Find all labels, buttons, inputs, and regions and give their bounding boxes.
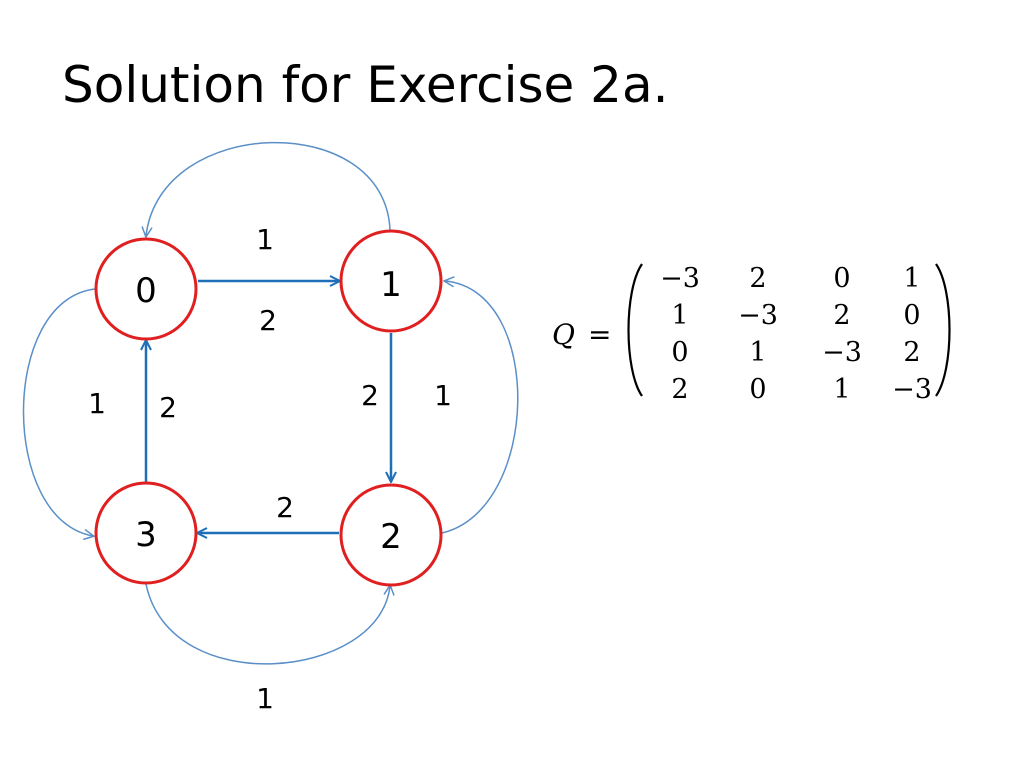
- matrix-cell: −3: [822, 337, 862, 368]
- edge-3-to-2: [145, 584, 390, 665]
- edge-1-to-2-label: 2: [361, 379, 379, 412]
- matrix-cell: 2: [671, 374, 689, 405]
- edge-0-to-3: [22, 288, 95, 536]
- edge-1-to-0: [146, 141, 391, 236]
- matrix-cell: 0: [903, 300, 921, 331]
- matrix-cell: 1: [749, 337, 767, 368]
- matrix-cell: 1: [833, 374, 851, 405]
- matrix-cell: 1: [903, 263, 921, 294]
- edge-0-to-1-label: 2: [259, 304, 277, 337]
- edge-3-to-2-label: 1: [256, 682, 274, 715]
- left-parenthesis: [627, 263, 643, 397]
- right-parenthesis: [935, 263, 951, 397]
- node-2-label: 2: [380, 517, 402, 557]
- matrix-cell: 0: [671, 337, 689, 368]
- edge-1-to-0-label: 1: [256, 223, 274, 256]
- matrix-cell: 2: [903, 337, 921, 368]
- edge-2-to-1: [441, 281, 519, 534]
- node-0: 0: [94, 237, 198, 341]
- matrix-cell: −3: [892, 374, 932, 405]
- matrix-cell: 2: [833, 300, 851, 331]
- node-2: 2: [339, 483, 443, 587]
- matrix-cell: 0: [749, 374, 767, 405]
- edge-0-to-3-label: 1: [88, 387, 106, 420]
- node-3: 3: [94, 481, 198, 585]
- edge-2-to-1-label: 1: [434, 379, 452, 412]
- matrix-equals: =: [588, 318, 612, 351]
- matrix-symbol: Q: [552, 318, 575, 351]
- edge-3-to-0-label: 2: [159, 391, 177, 424]
- matrix-cell: 2: [749, 263, 767, 294]
- node-0-label: 0: [135, 271, 157, 311]
- slide-title: Solution for Exercise 2a.: [62, 56, 669, 114]
- node-3-label: 3: [135, 515, 157, 555]
- matrix-grid: −3 2 0 1 1 −3 2 0 0 1 −3 2 2 0 1 −3: [644, 260, 940, 408]
- edge-2-to-3-label: 2: [276, 491, 294, 524]
- matrix-cell: 1: [671, 300, 689, 331]
- node-1-label: 1: [380, 265, 402, 305]
- matrix-cell: −3: [660, 263, 700, 294]
- node-1: 1: [339, 229, 443, 333]
- matrix-cell: −3: [738, 300, 778, 331]
- matrix-cell: 0: [833, 263, 851, 294]
